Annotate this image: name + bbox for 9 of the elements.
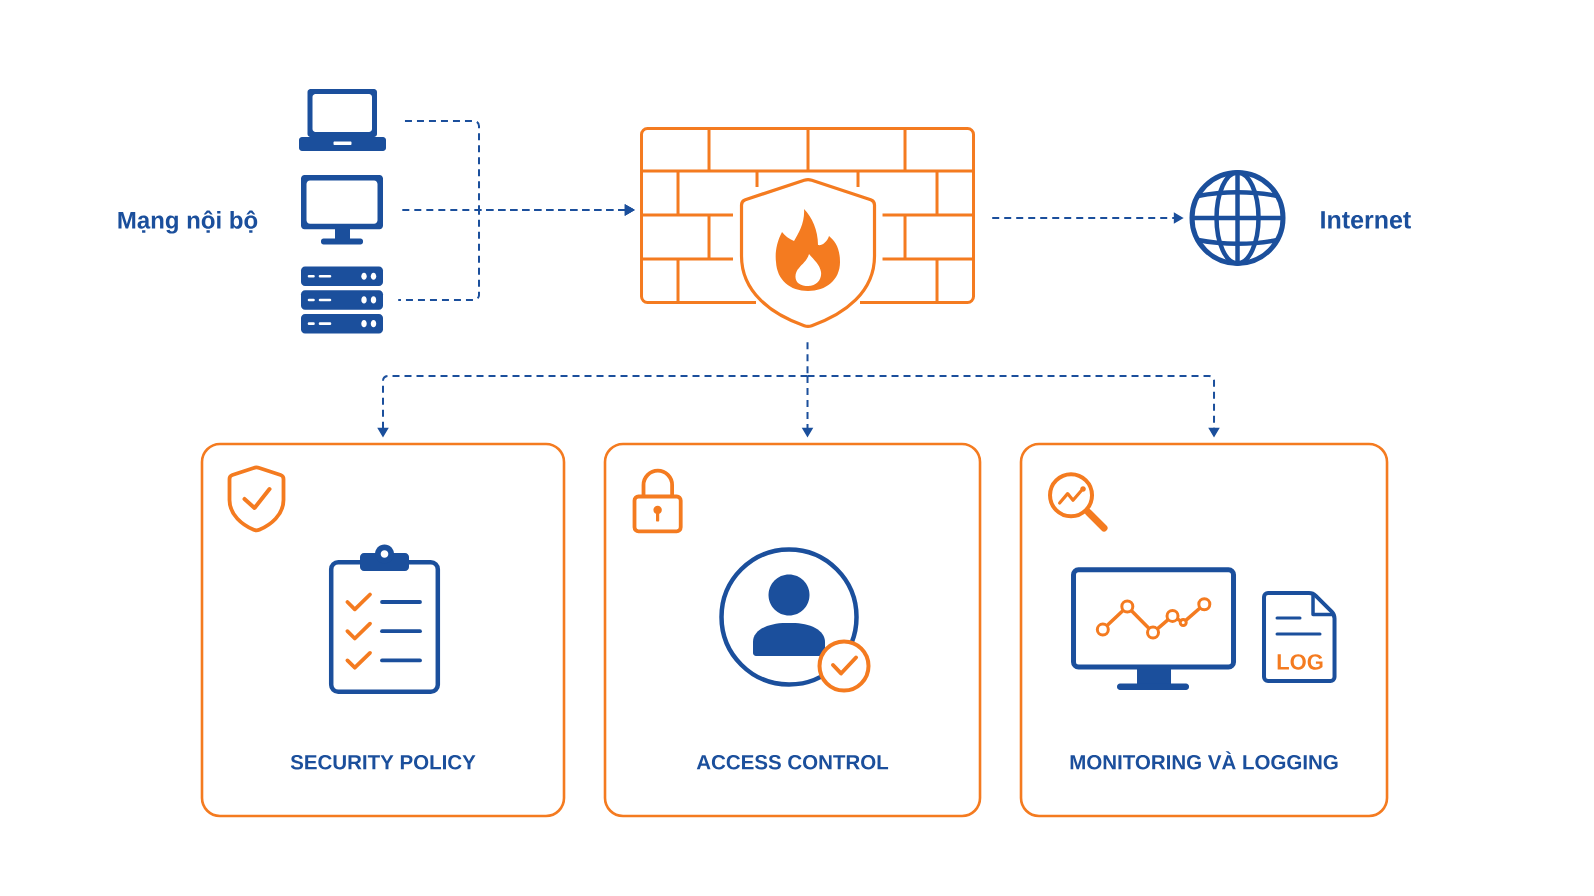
firewall-icon [640,127,975,328]
node-label: Internet [1321,211,1411,229]
document-label: LOG [1277,654,1323,670]
group-label: Mạng nội bộ [118,210,258,234]
feature-card: SECURITY POLICY [200,442,566,818]
laptop-icon [299,89,386,151]
monitor-icon [301,175,383,245]
server-icon [301,266,383,334]
feature-card: ACCESS CONTROL [603,442,982,818]
